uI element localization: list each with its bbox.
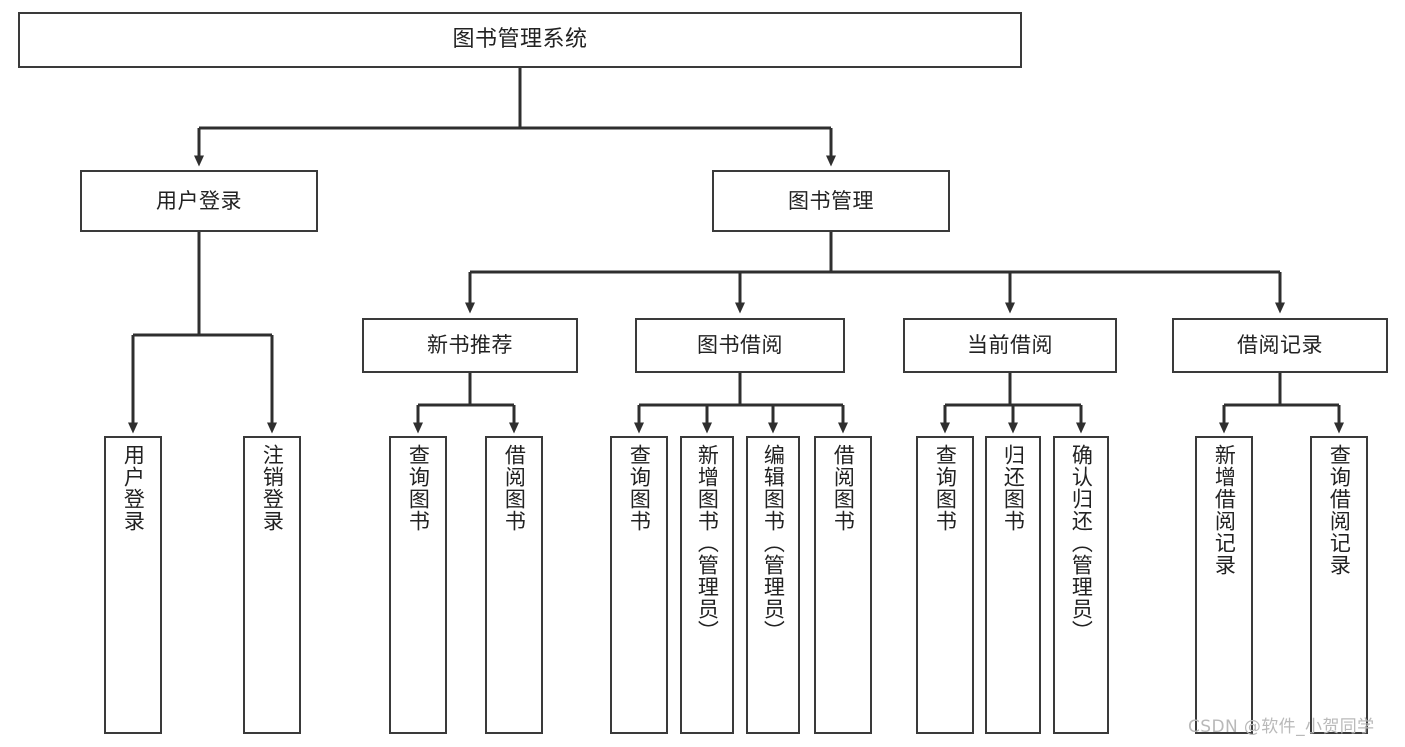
- node-user-login-label: 用户登录: [156, 188, 242, 213]
- node-book-management[interactable]: 图书管理: [712, 170, 950, 232]
- leaf-bb-borrow-book-label: 借阅图书: [831, 444, 856, 532]
- leaf-bb-edit-book-admin-label: 编辑图书（管理员）: [761, 444, 786, 642]
- leaf-cb-confirm-return-admin-label: 确认归还（管理员）: [1069, 444, 1094, 642]
- node-book-borrow[interactable]: 图书借阅: [635, 318, 845, 373]
- leaf-nb-borrow-book-label: 借阅图书: [502, 444, 527, 532]
- node-book-borrow-label: 图书借阅: [697, 333, 783, 358]
- node-root-label: 图书管理系统: [452, 27, 588, 53]
- leaf-bb-add-book-admin[interactable]: 新增图书（管理员）: [680, 436, 734, 734]
- leaf-user-logout[interactable]: 注销登录: [243, 436, 301, 734]
- leaf-br-add-record[interactable]: 新增借阅记录: [1195, 436, 1253, 734]
- leaf-bb-add-book-admin-label: 新增图书（管理员）: [695, 444, 720, 642]
- leaf-user-login[interactable]: 用户登录: [104, 436, 162, 734]
- leaf-br-query-record-label: 查询借阅记录: [1327, 444, 1352, 576]
- leaf-cb-return-book-label: 归还图书: [1001, 444, 1026, 532]
- node-borrow-record[interactable]: 借阅记录: [1172, 318, 1388, 373]
- watermark: CSDN @软件_小贺同学: [1188, 717, 1375, 737]
- node-new-book-recommend-label: 新书推荐: [427, 333, 513, 358]
- leaf-nb-query-book-label: 查询图书: [406, 444, 431, 532]
- node-root[interactable]: 图书管理系统: [18, 12, 1022, 68]
- leaf-bb-borrow-book[interactable]: 借阅图书: [814, 436, 872, 734]
- leaf-cb-query-book-label: 查询图书: [933, 444, 958, 532]
- leaf-cb-confirm-return-admin[interactable]: 确认归还（管理员）: [1053, 436, 1109, 734]
- leaf-user-logout-label: 注销登录: [260, 444, 285, 532]
- node-user-login[interactable]: 用户登录: [80, 170, 318, 232]
- leaf-bb-query-book[interactable]: 查询图书: [610, 436, 668, 734]
- leaf-bb-edit-book-admin[interactable]: 编辑图书（管理员）: [746, 436, 800, 734]
- leaf-cb-return-book[interactable]: 归还图书: [985, 436, 1041, 734]
- leaf-user-login-label: 用户登录: [121, 444, 146, 532]
- node-current-borrow[interactable]: 当前借阅: [903, 318, 1117, 373]
- node-borrow-record-label: 借阅记录: [1237, 333, 1323, 358]
- leaf-br-add-record-label: 新增借阅记录: [1212, 444, 1237, 576]
- leaf-bb-query-book-label: 查询图书: [627, 444, 652, 532]
- node-new-book-recommend[interactable]: 新书推荐: [362, 318, 578, 373]
- leaf-nb-query-book[interactable]: 查询图书: [389, 436, 447, 734]
- leaf-br-query-record[interactable]: 查询借阅记录: [1310, 436, 1368, 734]
- node-book-management-label: 图书管理: [788, 188, 874, 213]
- leaf-cb-query-book[interactable]: 查询图书: [916, 436, 974, 734]
- node-current-borrow-label: 当前借阅: [967, 333, 1053, 358]
- leaf-nb-borrow-book[interactable]: 借阅图书: [485, 436, 543, 734]
